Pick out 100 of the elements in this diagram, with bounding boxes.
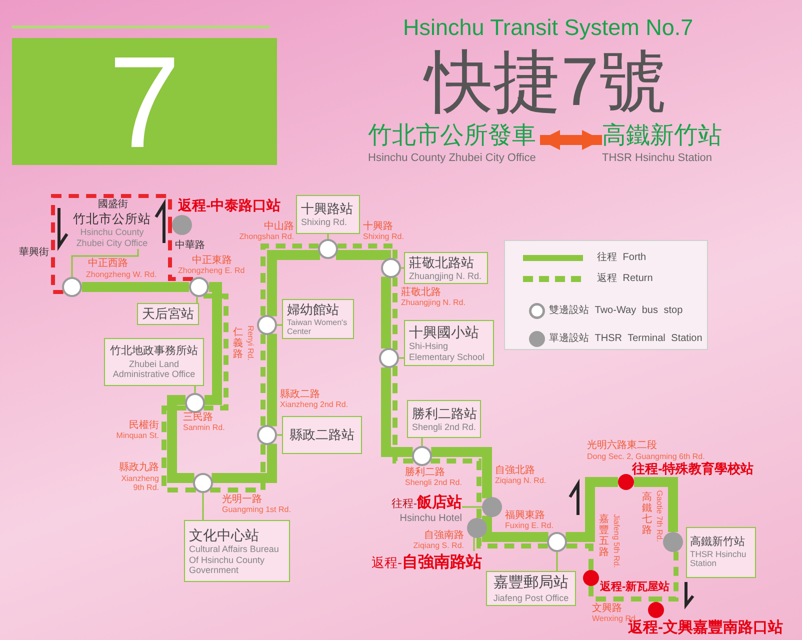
station-box — [486, 571, 576, 606]
circle-marker-icon — [663, 532, 683, 552]
dashed-route-line — [162, 406, 196, 492]
dashed-route-line — [566, 544, 594, 570]
leader-line — [473, 538, 475, 551]
legend-label: 返程 Return — [597, 274, 653, 284]
stop-name: 返程-新瓦屋站 — [600, 582, 670, 593]
stop-name: 返程-中泰路口站 — [178, 198, 281, 212]
street-name: 勝利二路 — [405, 468, 445, 478]
dashed-route-line — [51, 194, 173, 294]
street-name: Xianzheng 2nd Rd. — [280, 400, 348, 410]
circle-marker-icon — [618, 474, 634, 490]
leader-line — [194, 386, 196, 393]
route-line — [212, 444, 277, 483]
station-box — [296, 195, 360, 234]
station-box — [104, 338, 204, 386]
terminal-name-english: THSR Hsinchu Station — [602, 153, 712, 164]
station-name-english: Hsinchu County Zhubei City Office — [75, 227, 149, 248]
street-name: 中正東路 — [192, 256, 232, 266]
stop-name-english: Hsinchu Hotel — [400, 512, 462, 526]
street-name: 中山路 — [264, 222, 294, 232]
stop-name: 往程-飯店站 — [391, 494, 462, 513]
circle-marker-icon — [172, 215, 192, 235]
station-name-english: THSR Hsinchu Station — [690, 550, 748, 570]
route-line — [566, 477, 618, 542]
route-line — [267, 250, 320, 316]
street-name: Minquan St. — [116, 431, 159, 440]
street-name: Xianzheng 9th Rd. — [120, 474, 159, 492]
leader-line — [277, 434, 282, 436]
route-line — [634, 477, 678, 532]
route-number-panel — [12, 38, 277, 165]
street-name: 光明六路東二段 — [587, 441, 657, 451]
leader-line — [327, 234, 329, 239]
leader-line — [196, 296, 198, 303]
dashed-route-line — [338, 244, 398, 259]
dashed-route-line — [588, 586, 658, 602]
station-box — [404, 252, 488, 284]
street-name: Gaotie 7th Rd. — [655, 490, 663, 542]
dashed-route-line — [430, 458, 482, 518]
street-name: 光明一路 — [222, 495, 262, 505]
system-name: Hsinchu Transit System No.7 — [403, 17, 694, 40]
station-box — [282, 299, 354, 339]
street-name: 高鐵七路 — [642, 492, 652, 536]
station-name: 勝利二路站 — [412, 406, 477, 422]
route-line — [167, 395, 194, 483]
terminal-name: 竹北市公所發車 — [368, 124, 536, 148]
circle-marker-icon — [467, 518, 487, 538]
street-name: 中華路 — [175, 241, 205, 251]
street-name: 縣政九路 — [119, 463, 159, 473]
dashed-route-line — [392, 277, 398, 350]
circle-marker-icon — [379, 348, 399, 368]
route-line — [336, 250, 391, 260]
street-name: Sanmin Rd. — [183, 423, 225, 432]
station-name: 十興國小站 — [409, 324, 479, 342]
circle-marker-icon — [482, 497, 502, 517]
street-name: Shengli 2nd Rd. — [405, 478, 462, 488]
dashed-route-line — [260, 334, 266, 426]
stop-name: 返程-自強南路站 — [372, 553, 482, 573]
street-name: 莊敬北路 — [401, 288, 441, 298]
station-name-english: Shengli 2nd Rd. — [412, 422, 476, 432]
street-name: 華興街 — [19, 248, 49, 258]
station-box — [137, 303, 199, 325]
station-name-english: Shixing Rd. — [301, 217, 348, 228]
street-name: Zhuangjing N. Rd. — [401, 298, 466, 308]
street-name: 仁義路 — [233, 327, 243, 360]
route-line — [82, 282, 189, 292]
route-number: 7 — [108, 36, 181, 166]
street-name: 國盛街 — [98, 200, 128, 210]
station-box — [404, 320, 494, 366]
route-line — [204, 282, 222, 405]
station-name: 縣政二路站 — [290, 426, 354, 444]
station-name-english: Taiwan Women's Center — [287, 318, 348, 336]
station-name: 高鐵新竹站 — [690, 536, 745, 550]
leader-line — [202, 493, 204, 520]
street-name: 自強北路 — [495, 466, 535, 476]
dashed-route-line — [476, 538, 548, 548]
stop-name: 往程-特殊教育學校站 — [632, 462, 754, 475]
circle-marker-icon — [547, 532, 567, 552]
circle-marker-icon — [257, 425, 277, 445]
street-name: Shixing Rd. — [363, 232, 404, 242]
circle-marker-icon — [257, 315, 277, 335]
street-name: 十興路 — [363, 222, 393, 232]
street-name: Dong Sec. 2, Guangming 6th Rd. — [587, 452, 705, 462]
route-title: 快捷7號 — [425, 48, 667, 116]
street-name: 縣政二路 — [280, 390, 320, 400]
dashed-route-line — [392, 366, 414, 464]
station-name-english: Shi-Hsing Elementary School — [409, 341, 486, 362]
legend-label: 雙邊設站 Two-Way bus stop — [549, 306, 683, 316]
circle-marker-icon — [583, 570, 599, 586]
street-name: Zhongshan Rd. — [239, 232, 294, 242]
station-name-english: Zhuangjing N. Rd. — [409, 270, 482, 282]
street-name: 福興東路 — [505, 511, 545, 521]
station-name: 竹北地政事務所站 — [110, 344, 198, 359]
circle-marker-icon — [62, 277, 82, 297]
station-name: 十興路站 — [301, 201, 353, 218]
leader-line — [71, 249, 139, 277]
street-name: 民權街 — [129, 421, 159, 431]
dashed-route-line — [210, 444, 266, 492]
circle-marker-icon — [648, 602, 664, 618]
station-name-english: Zhubei Land Administrative Office — [112, 358, 196, 380]
